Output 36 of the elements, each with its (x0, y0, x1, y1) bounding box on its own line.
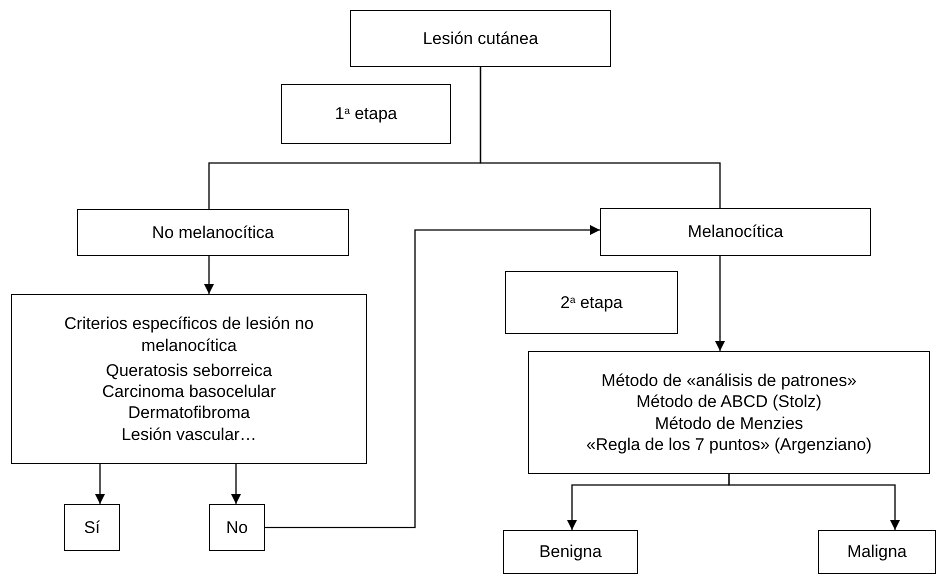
box-text: Dermatofibroma (128, 402, 250, 424)
process-box (600, 208, 871, 256)
box-text: Carcinoma basocelular (102, 381, 276, 402)
process-box (281, 84, 451, 144)
arrow (265, 225, 600, 528)
list-box (528, 351, 930, 474)
box-text: Melanocítica (688, 221, 784, 243)
box-text: No melanocítica (152, 222, 274, 244)
box-text: Método de ABCD (Stolz) (636, 391, 822, 412)
box-text: 1$^{a}$ etapa (334, 103, 398, 125)
box-text: 2$^{a}$ etapa (560, 292, 623, 314)
process-box (818, 530, 936, 574)
box-text: Lesión vascular… (121, 424, 257, 445)
process-box (505, 271, 678, 334)
box-text: Sí (84, 516, 100, 538)
box-text: Queratosis seborreica (106, 360, 272, 381)
connector-line (480, 67, 721, 208)
arrow (95, 464, 105, 504)
box-text: Benigna (539, 541, 602, 563)
process-box (77, 209, 349, 256)
process-box (209, 504, 265, 551)
process-box (503, 530, 638, 574)
arrow (728, 474, 900, 530)
box-text: Lesión cutánea (422, 28, 538, 50)
box-text: Método de «análisis de patrones» (601, 370, 857, 392)
box-text: Método de Menzies (654, 412, 804, 434)
arrow (231, 464, 241, 504)
arrow (715, 256, 725, 351)
box-text: Maligna (847, 541, 907, 563)
box-heading: Criterios específicos de lesión no melanocítica (63, 313, 315, 356)
box-text: «Regla de los 7 puntos» (Argenziano) (586, 434, 872, 455)
arrow (204, 256, 214, 294)
box-text: No (226, 516, 248, 538)
process-box (64, 504, 120, 551)
process-box (350, 10, 611, 67)
list-box (11, 294, 367, 464)
